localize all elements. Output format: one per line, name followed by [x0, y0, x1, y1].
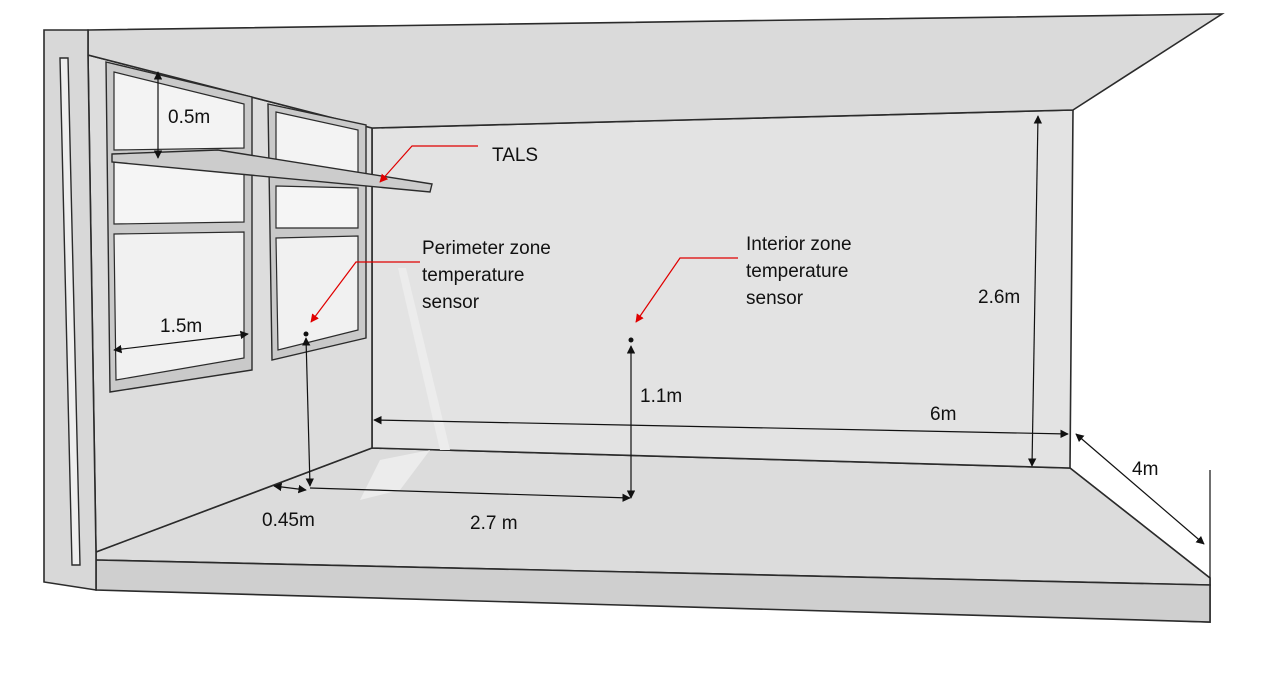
light-patch: [398, 268, 450, 450]
dim-perimeter-height: [302, 337, 314, 487]
interior-sensor: [628, 337, 634, 343]
light-patch: [360, 450, 430, 500]
dim-window-width: [113, 330, 249, 354]
tals-shelf: [111, 149, 433, 193]
dim-label-upper-pane: 0.5m: [168, 107, 210, 128]
dim-label-window-width: 1.5m: [160, 316, 202, 337]
dim-room-length: [373, 415, 1069, 439]
tals-label: TALS: [492, 145, 538, 166]
interior-callout: [635, 257, 738, 323]
dim-label-room-length: 6m: [930, 404, 956, 425]
dim-room-width: [1075, 433, 1205, 545]
dim-label-offset: 0.45m: [262, 510, 315, 531]
perimeter-sensor-label: Perimeter zone temperature sensor: [422, 238, 556, 313]
dim-room-height: [1027, 115, 1043, 467]
perimeter-sensor: [303, 331, 309, 337]
dim-label-room-height: 2.6m: [978, 287, 1020, 308]
interior-sensor-label: Interior zone temperature sensor: [746, 234, 857, 309]
dim-distance: [309, 487, 631, 502]
dim-label-distance: 2.7 m: [470, 513, 518, 534]
dim-label-room-width: 4m: [1132, 459, 1158, 480]
dim-label-sensor-height: 1.1m: [640, 386, 682, 407]
wall-cavity: [59, 57, 81, 566]
tals-callout: [379, 145, 478, 183]
perimeter-callout: [310, 261, 420, 323]
back-wall: [371, 109, 1074, 469]
dim-offset: [273, 482, 307, 494]
window-right: [267, 103, 367, 361]
